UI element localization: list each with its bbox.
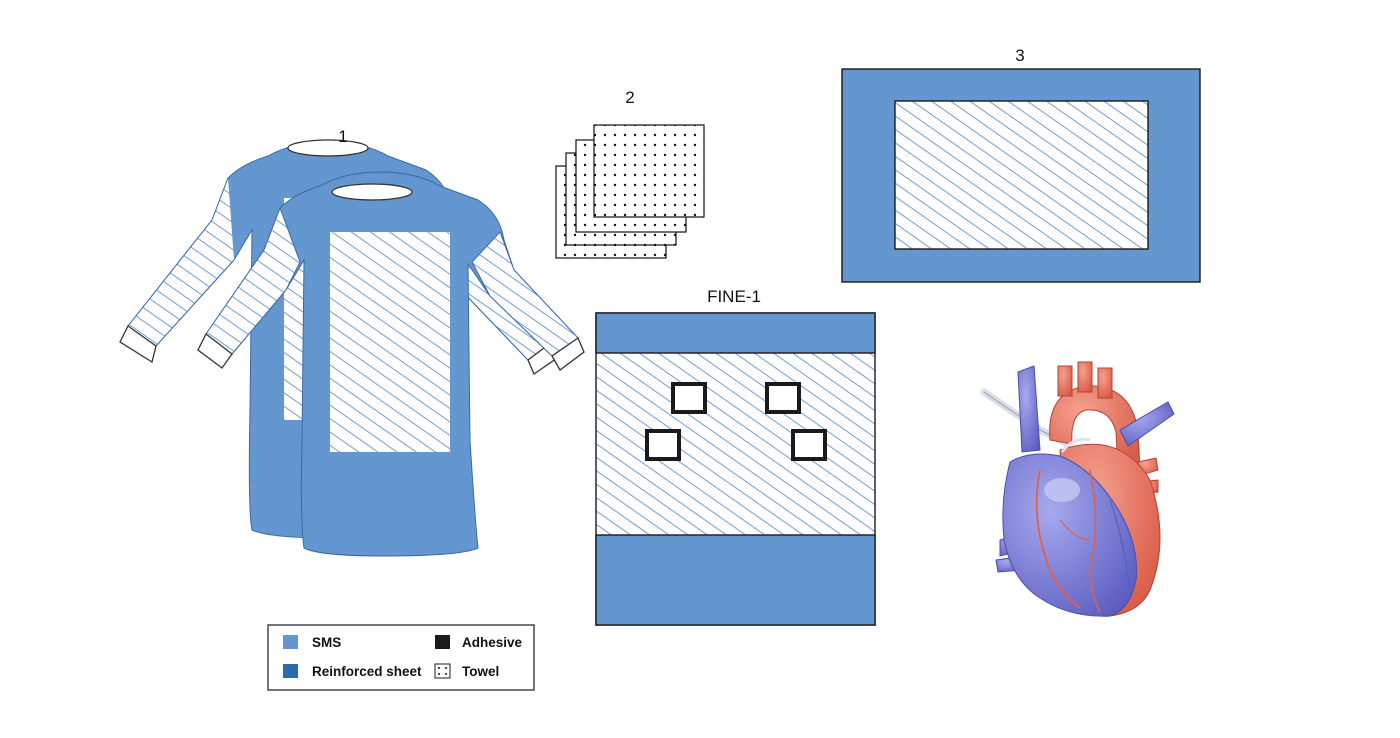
adhesive-square — [791, 429, 827, 461]
legend-label-towel: Towel — [462, 664, 499, 679]
legend: SMS Adhesive Reinforced sheet Towel — [267, 624, 535, 691]
legend-box — [267, 624, 535, 691]
adhesive-square — [671, 382, 707, 414]
legend-label-sms: SMS — [312, 635, 341, 650]
heart-illustration-icon — [980, 361, 1175, 617]
gowns-label: 1 — [338, 127, 347, 146]
adhesive-square — [645, 429, 681, 461]
fine1-drape-group: FINE-1 — [595, 287, 876, 626]
table-cover-sms-area — [894, 100, 1149, 250]
legend-swatch-reinforced — [283, 664, 298, 678]
legend-swatch-sms — [283, 635, 298, 649]
legend-swatch-adhesive — [435, 635, 450, 649]
drape-bottom-band — [595, 534, 876, 626]
towels-group: 2 — [555, 88, 705, 259]
table-cover-group: 3 — [841, 46, 1201, 283]
legend-swatch-towel — [434, 663, 451, 679]
gowns-group: 1 — [119, 127, 585, 557]
drape-label: FINE-1 — [707, 287, 761, 306]
legend-label-adhesive: Adhesive — [462, 635, 523, 650]
towels-label: 2 — [625, 88, 634, 107]
drape-top-band — [595, 312, 876, 354]
towel-top — [593, 124, 705, 218]
legend-label-reinforced: Reinforced sheet — [312, 664, 422, 679]
adhesive-square — [765, 382, 801, 414]
table-cover-label: 3 — [1015, 46, 1024, 65]
gown-front — [197, 171, 585, 557]
